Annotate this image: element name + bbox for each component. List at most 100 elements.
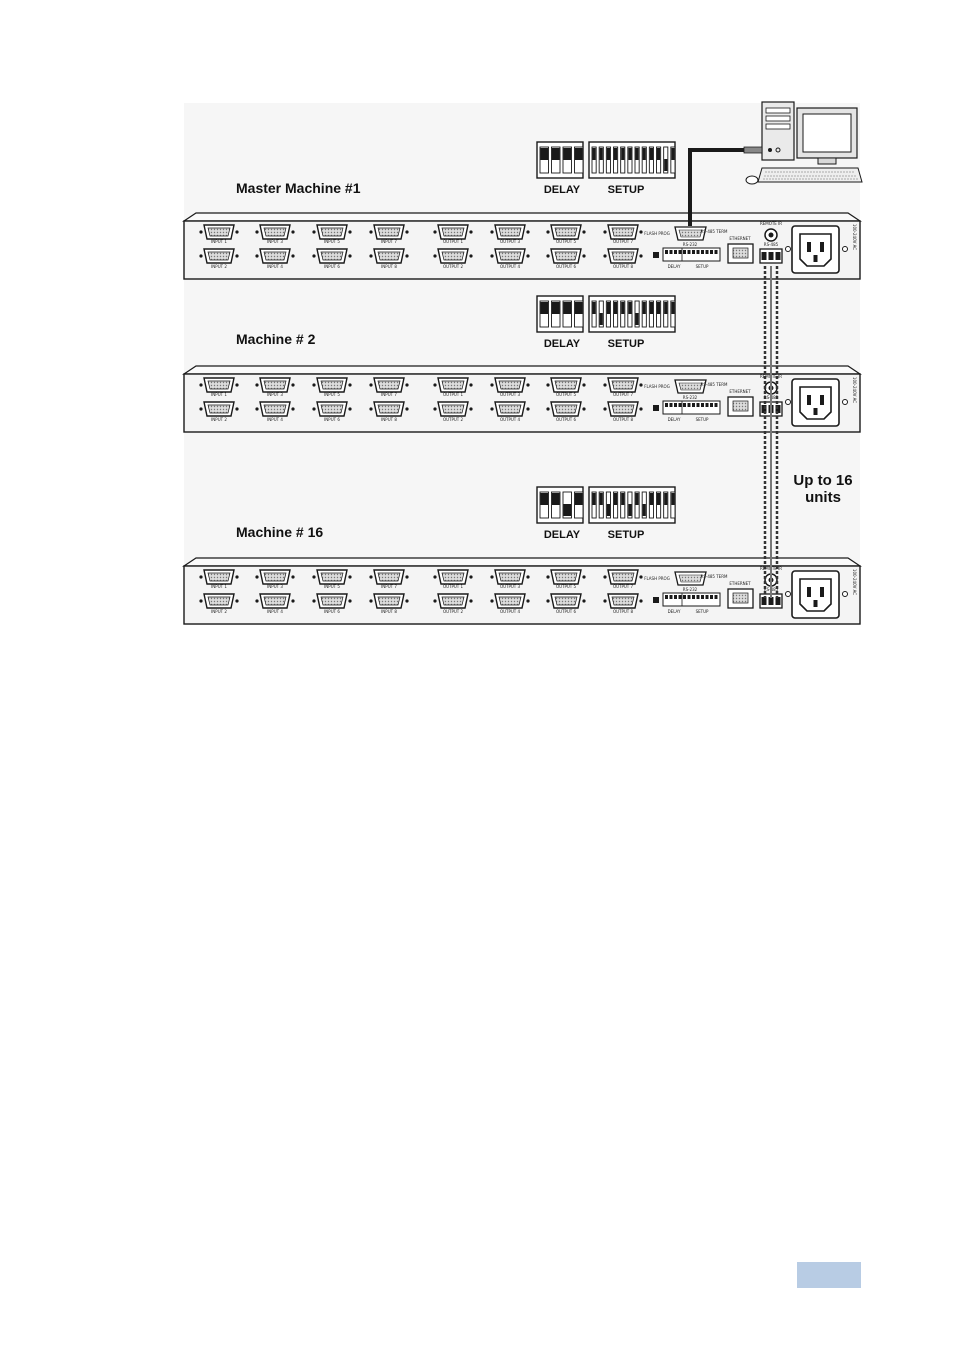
dip-switch-knob (628, 302, 632, 314)
chain-note-line2: units (805, 489, 841, 506)
dip-switch-knob (552, 493, 560, 505)
rs232-cable (688, 148, 760, 226)
machine-label: Machine # 16 (236, 524, 323, 540)
dip-switch-knob (575, 302, 583, 314)
ethernet-label: ETHERNET (729, 581, 751, 586)
computer-icon (745, 101, 863, 185)
dip-switch-knob (606, 148, 610, 160)
power-label: 100-240V AC (852, 377, 857, 403)
setup-label: SETUP (608, 338, 645, 350)
dip-switch-knob (649, 148, 653, 160)
dip-switch-knob (635, 313, 639, 325)
output-port-label: OUTPUT 4 (500, 609, 521, 614)
dip-switch-knob (657, 302, 661, 314)
setup-label: SETUP (608, 184, 645, 196)
flash-prog-label: FLASH PROG (644, 231, 670, 236)
diagram-background (184, 103, 860, 625)
input-port-label: INPUT 8 (381, 417, 397, 422)
dip-switch-knob (540, 302, 548, 314)
dip-switch-knob (592, 148, 596, 160)
input-port-label: INPUT 7 (381, 584, 397, 589)
dip-switch-knob (664, 493, 668, 505)
dip-switch-knob (657, 493, 661, 505)
rs485-term-label: RS-485 TERM (701, 382, 728, 387)
input-port-label: INPUT 1 (211, 584, 227, 589)
dip-switch-knob (563, 504, 571, 516)
delay-label: DELAY (544, 529, 581, 541)
input-port-label: INPUT 4 (267, 264, 283, 269)
rs232-label: RS-232 (683, 395, 698, 400)
dip-switch-knob (552, 148, 560, 160)
dip-switch-knob (664, 159, 668, 171)
dip-switch-knob (563, 302, 571, 314)
dip-switch-knob (575, 493, 583, 505)
output-port-label: OUTPUT 7 (613, 584, 634, 589)
remote-ir-label: REMOTE IR (760, 221, 782, 226)
setup-small-label: SETUP (696, 264, 709, 269)
rs485-label: RS-485 (764, 242, 779, 247)
output-port-label: OUTPUT 1 (443, 584, 464, 589)
dip-switch-knob (671, 493, 675, 505)
input-port-label: INPUT 2 (211, 609, 227, 614)
input-port-label: INPUT 7 (381, 239, 397, 244)
flash-prog-label: FLASH PROG (644, 384, 670, 389)
small-dip-strip (662, 247, 721, 262)
screw-icon (785, 591, 791, 597)
dip-switch-knob (606, 504, 610, 516)
small-dip-strip (662, 400, 721, 415)
input-port-label: INPUT 3 (267, 584, 283, 589)
input-port-label: INPUT 5 (324, 584, 340, 589)
output-port-label: OUTPUT 6 (556, 417, 577, 422)
screw-icon (842, 246, 848, 252)
rs485-term-label: RS-485 TERM (701, 229, 728, 234)
dip-switch-knob (599, 148, 603, 160)
dip-switch-knob (635, 148, 639, 160)
dip-switch-knob (614, 302, 618, 314)
dip-switch-knob (657, 148, 661, 160)
output-port-label: OUTPUT 6 (556, 264, 577, 269)
dip-switch-knob (649, 302, 653, 314)
input-port-label: INPUT 7 (381, 392, 397, 397)
flash-prog-button (653, 405, 659, 411)
output-port-label: OUTPUT 8 (613, 417, 634, 422)
output-port-label: OUTPUT 3 (500, 239, 521, 244)
output-port-label: OUTPUT 5 (556, 392, 577, 397)
output-port-label: OUTPUT 1 (443, 239, 464, 244)
output-port-label: OUTPUT 2 (443, 417, 464, 422)
dip-switch-knob (592, 493, 596, 505)
dip-switch-knob (592, 302, 596, 314)
rs485-bus-cable (763, 266, 779, 598)
flash-prog-label: FLASH PROG (644, 576, 670, 581)
dip-switch-knob (540, 493, 548, 505)
dip-switch-knob (599, 493, 603, 505)
dip-switch-knob (635, 493, 639, 505)
input-port-label: INPUT 8 (381, 264, 397, 269)
dip-switch-knob (671, 148, 675, 160)
dip-switch-knob (628, 148, 632, 160)
dip-switch-knob (621, 302, 625, 314)
ethernet-label: ETHERNET (729, 389, 751, 394)
delay-small-label: DELAY (668, 417, 681, 422)
dip-switch-knob (642, 302, 646, 314)
output-port-label: OUTPUT 7 (613, 239, 634, 244)
rs485-term-label: RS-485 TERM (701, 574, 728, 579)
delay-small-label: DELAY (668, 609, 681, 614)
input-port-label: INPUT 5 (324, 239, 340, 244)
ethernet-label: ETHERNET (729, 236, 751, 241)
output-port-label: OUTPUT 4 (500, 417, 521, 422)
dip-switch-knob (664, 302, 668, 314)
delay-small-label: DELAY (668, 264, 681, 269)
dip-switch-knob (621, 148, 625, 160)
output-port-label: OUTPUT 3 (500, 392, 521, 397)
dip-switch-knob (599, 313, 603, 325)
small-dip-strip (662, 592, 721, 607)
input-port-label: INPUT 3 (267, 239, 283, 244)
input-port-label: INPUT 1 (211, 239, 227, 244)
dip-switch-knob (671, 302, 675, 314)
input-port-label: INPUT 6 (324, 417, 340, 422)
flash-prog-button (653, 252, 659, 258)
